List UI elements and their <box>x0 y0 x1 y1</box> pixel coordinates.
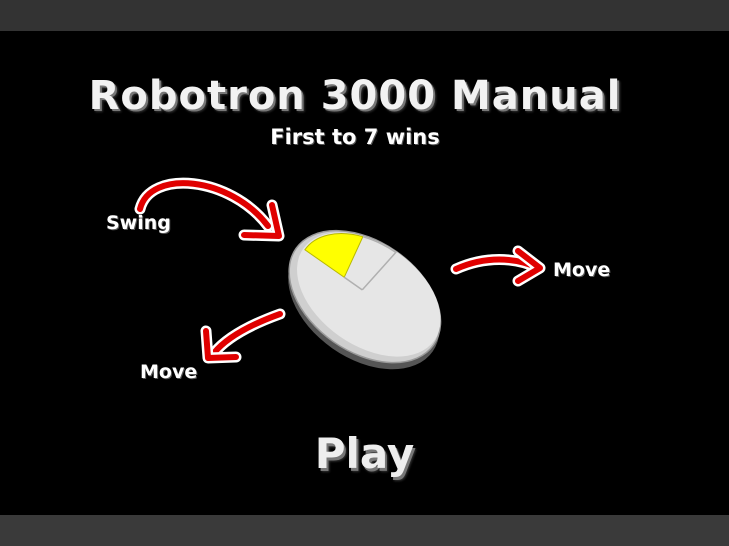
game-subtitle: First to 7 wins <box>270 125 440 149</box>
top-frame-bar <box>0 0 729 31</box>
play-button[interactable]: Play <box>314 429 415 478</box>
move-right-label: Move <box>553 259 611 281</box>
mouse-icon <box>288 229 442 370</box>
swing-arrow-icon <box>134 177 285 242</box>
move-right-arrow-icon <box>450 245 546 287</box>
bottom-frame-bar <box>0 515 729 546</box>
move-left-arrow-icon <box>200 308 286 364</box>
game-canvas[interactable]: Robotron 3000 Manual First to 7 wins Swi… <box>0 31 729 515</box>
move-left-label: Move <box>140 361 198 383</box>
game-title: Robotron 3000 Manual <box>88 73 622 119</box>
control-diagram <box>134 177 546 370</box>
swing-label: Swing <box>106 212 171 234</box>
